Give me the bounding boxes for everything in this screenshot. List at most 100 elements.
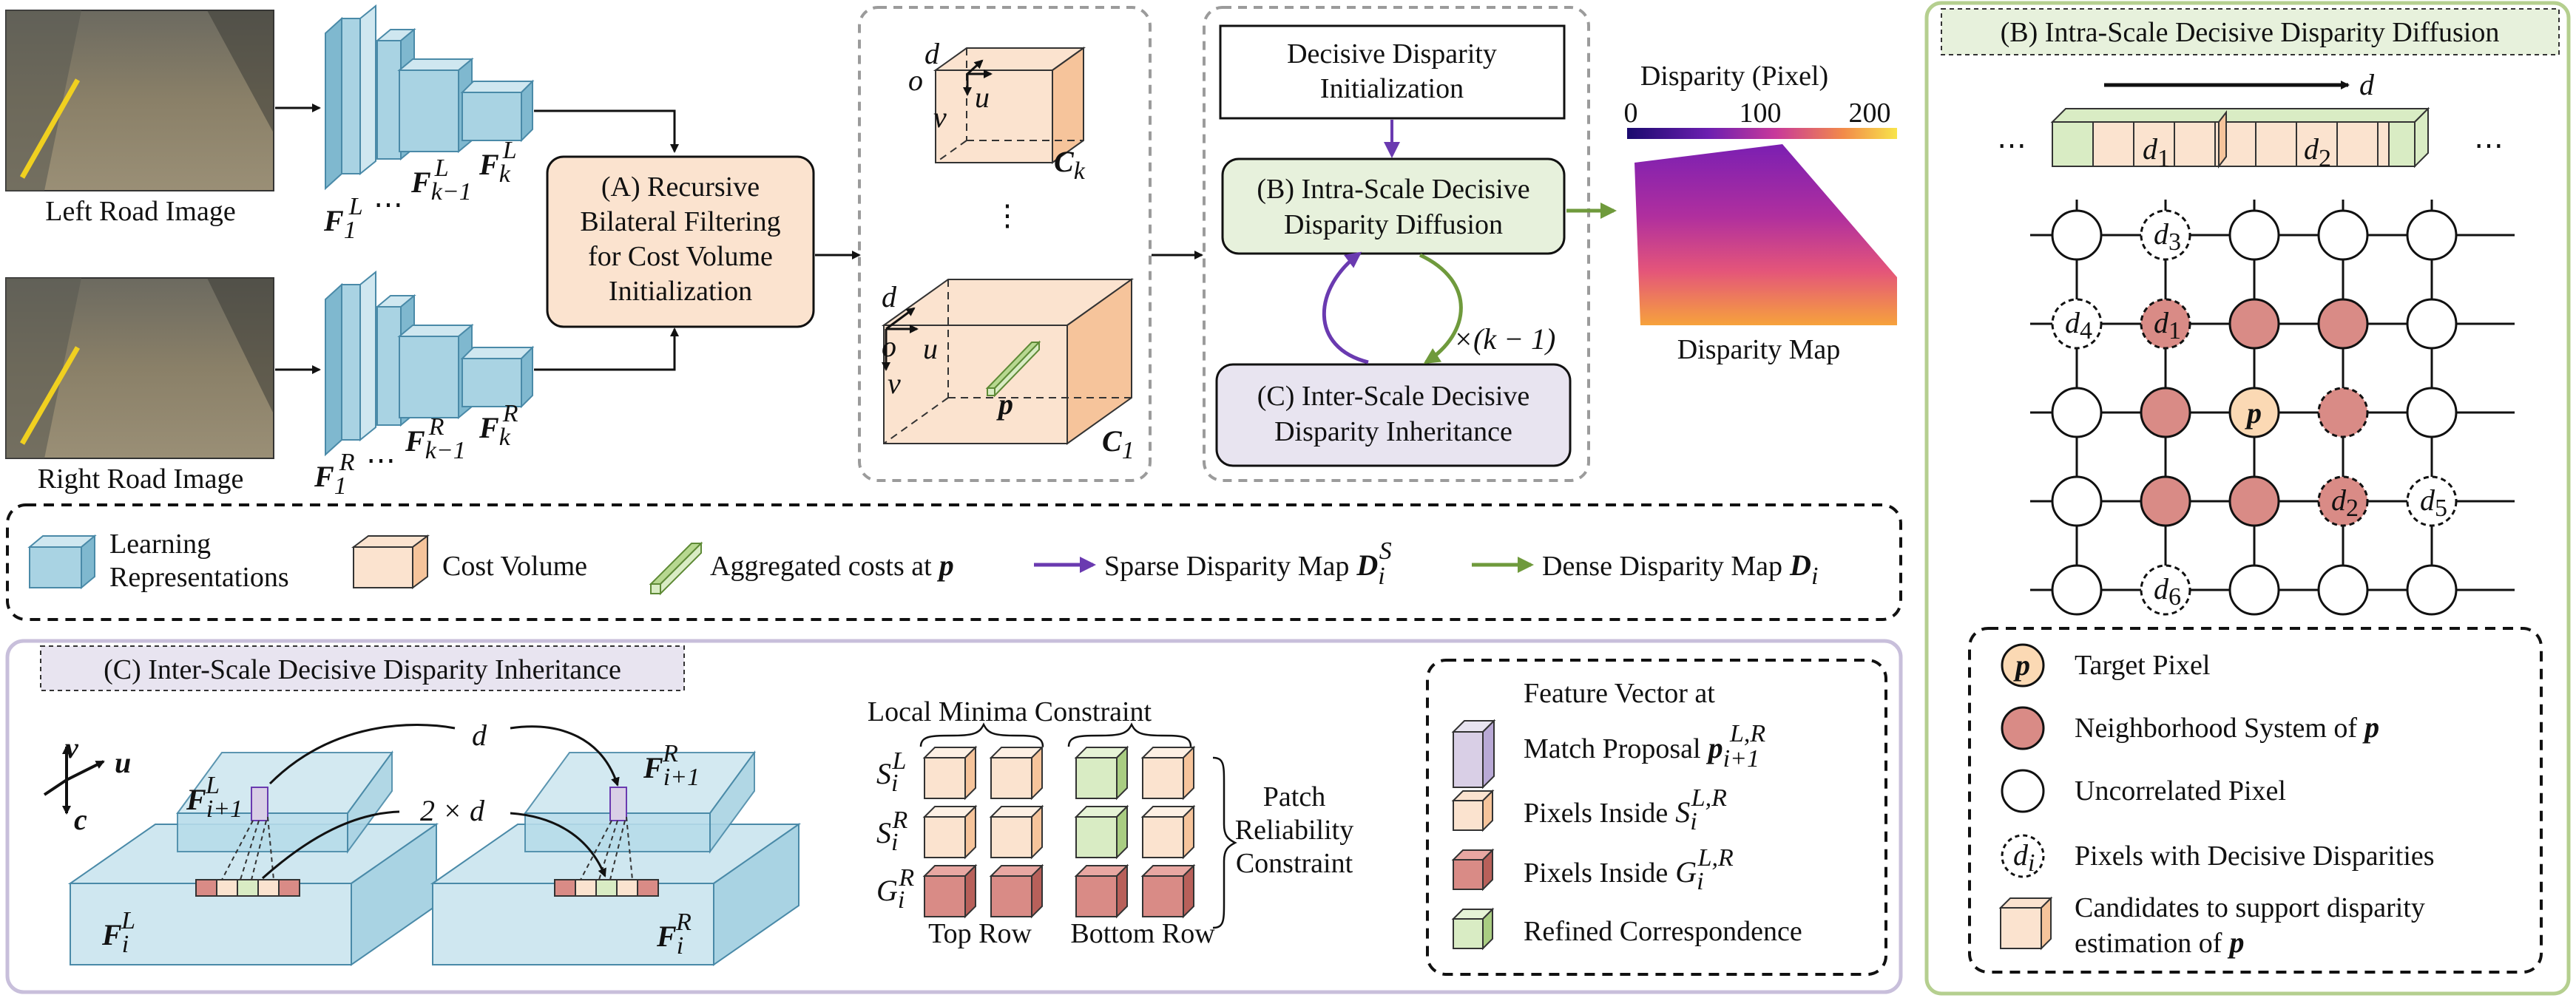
constraint-cube xyxy=(1074,863,1129,919)
disparity-colorbar xyxy=(1627,128,1897,139)
c1-axis-d: d xyxy=(882,280,897,313)
c1-point-p: p xyxy=(996,387,1013,421)
legend-inside-g-swatch xyxy=(1451,848,1495,892)
decisive-pixel xyxy=(2406,475,2458,527)
neighborhood-pixel xyxy=(2317,298,2369,350)
row-label-s-r: SiR xyxy=(876,807,907,856)
panel-c-d-label: d xyxy=(472,719,487,752)
arrow-right-features-to-a xyxy=(534,327,679,371)
grid-decisive-label: d5 xyxy=(2420,483,2447,522)
constraint-cube xyxy=(922,745,978,801)
legend-decisive-dot xyxy=(2001,834,2045,878)
legend-match-proposal-swatch xyxy=(1451,719,1496,790)
cost-volume-vdots: ⋮ xyxy=(993,199,1022,232)
disparity-tick-200: 200 xyxy=(1849,98,1891,129)
legend-cost-label: Cost Volume xyxy=(442,551,587,582)
uncorrelated-pixel xyxy=(2406,209,2458,261)
decisive-pixel xyxy=(2140,564,2191,616)
ck-axis-v: v xyxy=(933,101,947,134)
uncorrelated-pixel xyxy=(2051,387,2103,438)
panel-c-axis-c: c xyxy=(74,803,87,836)
bottom-row-label: Bottom Row xyxy=(1070,918,1215,949)
row-label-s-l: SiL xyxy=(876,747,906,797)
uncorrelated-pixel xyxy=(2406,298,2458,350)
panel-c-border xyxy=(5,639,1903,994)
feature-label-fk1-left: Fk−1L xyxy=(410,155,472,206)
cost-volume-ck xyxy=(933,47,1086,164)
loop-arrow-c-to-b xyxy=(1322,251,1369,364)
uncorrelated-pixel xyxy=(2317,209,2369,261)
strip-ellipsis-left: ⋯ xyxy=(1997,129,2026,162)
right-bottom-slab-label: FiR xyxy=(656,909,692,960)
uncorrelated-pixel xyxy=(2406,564,2458,616)
right-road-image xyxy=(5,277,274,459)
grid-decisive-label: d3 xyxy=(2154,217,2181,256)
feature-label-fk-right: FkR xyxy=(479,400,518,451)
uncorrelated-pixel xyxy=(2051,475,2103,527)
panel-b-title: (B) Intra-Scale Decisive Disparity Diffu… xyxy=(2001,17,2500,48)
feature-dots-left: ⋯ xyxy=(373,188,403,221)
local-minima-label: Local Minima Constraint xyxy=(868,696,1152,727)
init-line1: Decisive Disparity xyxy=(1287,38,1497,69)
decisive-neighborhood-pixel xyxy=(2317,387,2369,438)
cost-volume-panel xyxy=(858,6,1152,482)
neighborhood-pixel xyxy=(2228,475,2280,527)
legend-target-dot xyxy=(2001,643,2045,688)
grid-target-label: p xyxy=(2245,396,2262,430)
decisive-neighborhood-pixel xyxy=(2140,298,2191,350)
disparity-title: Disparity (Pixel) xyxy=(1640,61,1828,92)
neighborhood-pixel xyxy=(2140,387,2191,438)
pipeline-panel xyxy=(1203,6,1590,482)
left-road-label: Left Road Image xyxy=(45,196,235,227)
panel-b-border xyxy=(1924,1,2571,996)
init-line2: Initialization xyxy=(1320,73,1464,104)
left-feature-pyramid xyxy=(325,4,535,191)
legend-candidates-line1: Candidates to support disparity xyxy=(2075,892,2425,923)
left-bottom-slab-label: FiL xyxy=(101,907,135,958)
legend-neighborhood-dot xyxy=(2001,706,2045,750)
constraint-cube xyxy=(989,863,1044,919)
legend-uncorrelated-label: Uncorrelated Pixel xyxy=(2075,775,2286,807)
module-a-line2: Bilateral Filtering xyxy=(580,206,780,237)
patch-line3: Constraint xyxy=(1236,848,1353,879)
disparity-tick-100: 100 xyxy=(1740,98,1782,129)
c1-axis-v: v xyxy=(888,367,901,400)
left-feature-slabs xyxy=(67,750,439,966)
legend-refined-swatch xyxy=(1451,907,1495,951)
target-pixel xyxy=(2228,387,2280,438)
patch-line1: Patch xyxy=(1263,781,1325,812)
ck-axis-d: d xyxy=(924,37,940,70)
arrow-left-features-to-a xyxy=(534,109,679,153)
decisive-neighborhood-pixel xyxy=(2317,475,2369,527)
module-c-line2: Disparity Inheritance xyxy=(1274,416,1512,447)
uncorrelated-pixel xyxy=(2228,564,2280,616)
neighborhood-pixel xyxy=(2140,475,2191,527)
right-road-label: Right Road Image xyxy=(38,464,244,495)
feature-label-f1-left: F1L xyxy=(323,193,363,244)
ck-axis-u: u xyxy=(975,81,990,114)
right-feature-slabs xyxy=(430,750,802,966)
legend-learning-swatch xyxy=(27,534,97,590)
module-a-line3: for Cost Volume xyxy=(588,241,773,272)
panel-c-legend-box xyxy=(1426,659,1887,976)
feature-label-fk1-right: Fk−1R xyxy=(405,413,466,464)
c1-axis-o: o xyxy=(882,330,896,363)
c1-label: C1 xyxy=(1102,424,1135,464)
panel-c-title-box xyxy=(40,645,685,691)
module-a-line1: (A) Recursive xyxy=(601,172,760,203)
feature-label-f1-right: F1R xyxy=(314,449,355,500)
panel-c-title: (C) Inter-Scale Decisive Disparity Inher… xyxy=(104,654,621,685)
constraint-cube xyxy=(989,804,1044,860)
left-top-slab-label: Fi+1L xyxy=(186,772,243,823)
constraint-cube xyxy=(989,745,1044,801)
feature-label-fk-left: FkL xyxy=(479,137,517,188)
loop-label: ×(k − 1) xyxy=(1453,322,1555,356)
ck-axis-o: o xyxy=(908,64,923,97)
c1-axis-u: u xyxy=(923,332,938,365)
feature-dots-right: ⋯ xyxy=(366,444,396,477)
local-minima-brace-right xyxy=(1067,722,1192,747)
legend-target-sym: p xyxy=(2013,648,2030,682)
